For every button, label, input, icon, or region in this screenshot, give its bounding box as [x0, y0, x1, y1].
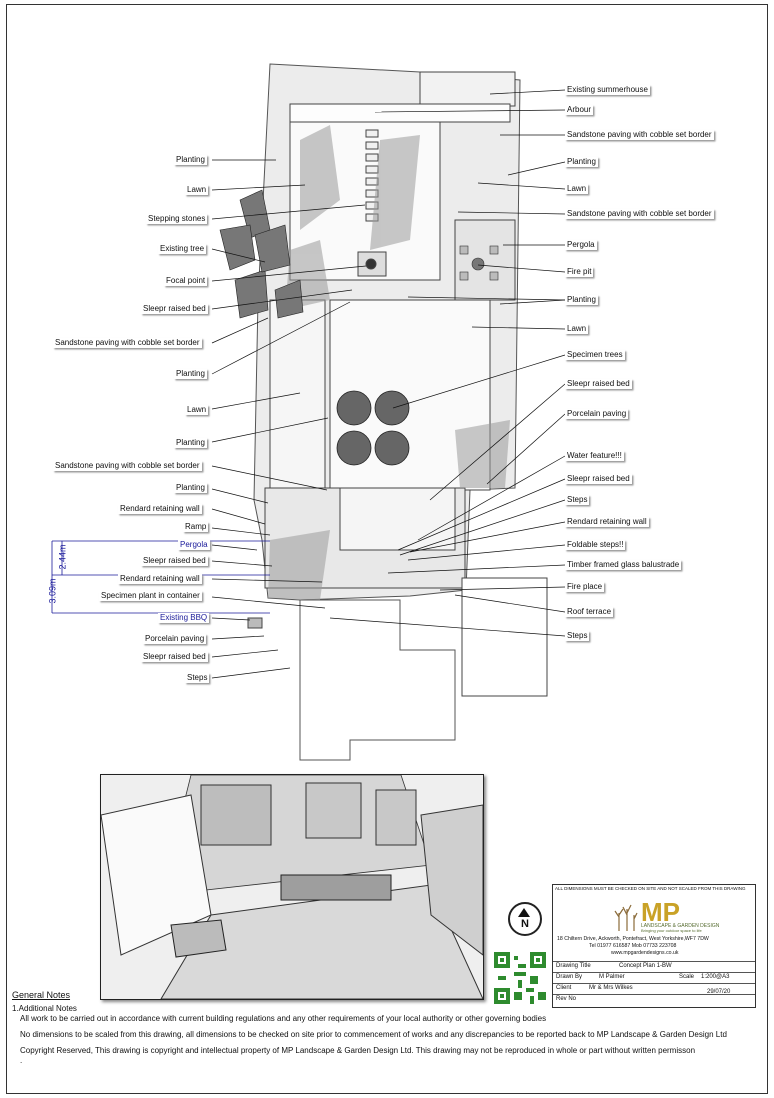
left-lawn — [269, 299, 326, 491]
notes-heading: General Notes — [12, 990, 71, 1000]
logo-mp: MP — [641, 897, 680, 927]
callout-left-2: Lawn — [185, 185, 209, 195]
focal-point — [365, 258, 377, 270]
callout-left-1: Planting — [174, 155, 207, 165]
callout-right-15: Sleepr raised bed — [565, 474, 632, 484]
drawing-sheet-border — [6, 4, 768, 1094]
callout-right-3: Sandstone paving with cobble set border — [565, 130, 714, 140]
company-website: www.mpgardendesigns.co.uk — [611, 950, 679, 956]
drawing-title-value: Concept Plan 1-BW — [619, 963, 672, 969]
stepping-stones — [365, 129, 379, 222]
callout-left-16: Sleepr raised bed — [141, 556, 208, 566]
callout-right-13: Porcelain paving — [565, 409, 629, 419]
callout-left-14: Ramp — [183, 522, 209, 532]
qr-code-icon — [494, 952, 546, 1004]
callout-right-1: Existing summerhouse — [565, 85, 650, 95]
note-line-2: No dimensions to be scaled from this dra… — [20, 1030, 727, 1039]
drawn-by-label: Drawn By — [556, 974, 583, 980]
callout-left-11: Sandstone paving with cobble set border — [53, 461, 202, 471]
north-label: N — [521, 918, 529, 930]
specimen-trees — [336, 390, 410, 466]
existing-tree — [219, 189, 304, 319]
callout-right-8: Fire pit — [565, 267, 594, 277]
summerhouse — [419, 71, 516, 107]
dimension-3-09: 3.09m — [47, 578, 58, 604]
callout-right-5: Lawn — [565, 184, 589, 194]
callout-left-18: Specimen plant in container — [99, 591, 202, 601]
row-drawn-by: Drawn By M Palmer Scale 1:200@A3 — [553, 972, 755, 983]
roof-terrace — [461, 577, 548, 697]
client-label: Client — [556, 985, 572, 991]
company-phone: Tel 01977 616587 Mob 07733 223708 — [589, 943, 677, 949]
callout-right-16: Steps — [565, 495, 590, 505]
pergola-area — [454, 219, 516, 301]
north-arrow-icon: N — [508, 902, 542, 936]
note-line-4: . — [20, 1056, 23, 1065]
row-rev: Rev No 29/07/20 — [553, 989, 755, 1007]
notes-subheading: 1.Additional Notes — [12, 1004, 77, 1013]
callout-left-10: Planting — [174, 438, 207, 448]
drawing-title-label: Drawing Title — [556, 963, 591, 969]
scale-value: 1:200@A3 — [701, 974, 730, 980]
house-outline — [299, 599, 456, 761]
scale-label: Scale — [679, 974, 695, 980]
title-block: ALL DIMENSIONS MUST BE CHECKED ON SITE A… — [552, 884, 756, 1008]
callout-right-2: Arbour — [565, 105, 594, 115]
company-address: 18 Chiltern Drive, Ackworth, Pontefract,… — [557, 936, 709, 942]
callout-left-5: Focal point — [164, 276, 208, 286]
callout-right-9: Planting — [565, 295, 598, 305]
bbq — [247, 617, 263, 629]
fire-pit — [459, 245, 499, 281]
callout-left-19: Existing BBQ — [158, 613, 210, 623]
rev-label: Rev No — [556, 996, 577, 1002]
callout-left-13: Rendard retaining wall — [118, 504, 202, 514]
callout-right-19: Timber framed glass balustrade — [565, 560, 682, 570]
callout-left-9: Lawn — [185, 405, 209, 415]
upper-terrace — [339, 487, 456, 551]
callout-right-21: Roof terrace — [565, 607, 614, 617]
planting-shadows — [268, 125, 510, 600]
callout-right-10: Lawn — [565, 324, 589, 334]
callout-left-7: Sandstone paving with cobble set border — [53, 338, 202, 348]
row-drawing-title: Drawing Title Concept Plan 1-BW — [553, 961, 755, 972]
top-paving — [289, 103, 511, 123]
general-notes: General Notes 1.Additional Notes All wor… — [12, 990, 752, 1066]
disclaimer: ALL DIMENSIONS MUST BE CHECKED ON SITE A… — [555, 886, 746, 891]
callout-left-17: Rendard retaining wall — [118, 574, 202, 584]
callout-right-11: Specimen trees — [565, 350, 625, 360]
callout-left-20: Porcelain paving — [143, 634, 207, 644]
callout-right-4: Planting — [565, 157, 598, 167]
company-name: LANDSCAPE & GARDEN DESIGN — [641, 923, 720, 929]
callout-right-17: Rendard retaining wall — [565, 517, 649, 527]
callout-left-12: Planting — [174, 483, 207, 493]
dimension-2-44: 2.44m — [57, 544, 68, 570]
callout-left-21: Sleepr raised bed — [141, 652, 208, 662]
drawn-by-value: M Palmer — [599, 974, 625, 980]
row-client: Client Mr & Mrs Wilkes — [553, 983, 755, 994]
callout-left-3: Stepping stones — [146, 214, 208, 224]
callout-left-15: Pergola — [178, 540, 210, 550]
company-logo: MP LANDSCAPE & GARDEN DESIGN Bringing yo… — [613, 897, 743, 933]
callout-right-7: Pergola — [565, 240, 597, 250]
3d-render-view — [100, 774, 484, 1000]
callout-left-8: Planting — [174, 369, 207, 379]
callout-right-22: Steps — [565, 631, 590, 641]
note-line-1: All work to be carried out in accordance… — [20, 1014, 547, 1023]
callout-right-12: Sleepr raised bed — [565, 379, 632, 389]
callout-right-14: Water feature!!! — [565, 451, 624, 461]
callout-left-6: Sleepr raised bed — [141, 304, 208, 314]
callout-left-22: Steps — [185, 673, 210, 683]
render-linework — [101, 775, 483, 999]
note-line-3: Copyright Reserved, This drawing is copy… — [20, 1046, 696, 1055]
callout-left-4: Existing tree — [158, 244, 207, 254]
callout-right-20: Fire place — [565, 582, 605, 592]
callout-right-18: Foldable steps!! — [565, 540, 626, 550]
company-tagline: Bringing your outdoor space to life — [641, 928, 702, 933]
callout-right-6: Sandstone paving with cobble set border — [565, 209, 714, 219]
tree-logo-icon — [614, 904, 638, 931]
leader-lines — [211, 89, 566, 679]
client-value: Mr & Mrs Wilkes — [589, 985, 633, 991]
date-value: 29/07/20 — [707, 989, 731, 995]
